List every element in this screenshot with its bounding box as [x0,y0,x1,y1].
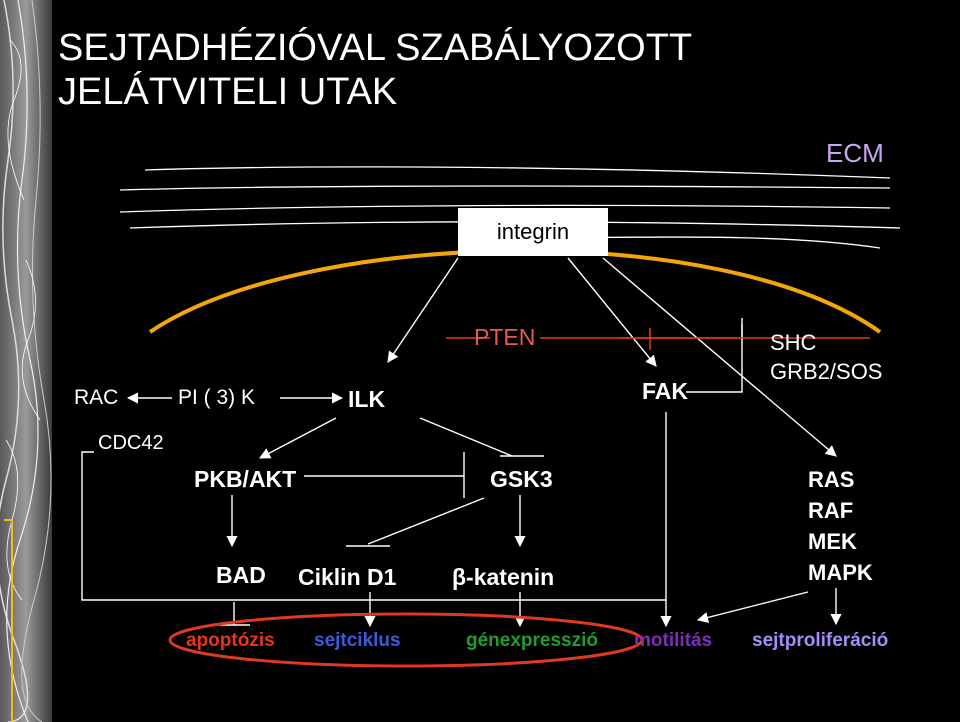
node-gsk3: GSK3 [490,466,553,493]
ilk-to-gsk3 [420,418,512,456]
outcome-sejtproliferacio: sejtproliferáció [752,630,888,652]
outcome-motilitas: motilitás [634,630,712,652]
fak-to-shc [686,324,742,392]
node-fak: FAK [642,378,688,405]
integrin-to-fak [568,258,656,366]
node-pi3k: PI ( 3) K [178,386,255,410]
node-mapk: MAPK [808,557,873,588]
node-katenin: β-katenin [452,564,554,591]
node-shc: SHC [770,328,882,357]
gsk3-to-ciklin [368,498,484,544]
ilk-to-pkb [260,418,336,458]
node-rac: RAC [74,386,118,410]
node-ciklin: Ciklin D1 [298,564,396,591]
integrin-to-ilk [388,258,458,362]
node-raf: RAF [808,495,873,526]
outcome-genexpresszio: génexpresszió [466,630,598,652]
node-grb2: GRB2/SOS [770,357,882,386]
outcome-apoptozis: apoptózis [186,630,275,652]
node-pkb: PKB/AKT [194,466,296,493]
node-pten: PTEN [474,324,535,351]
mapk-to-motilitas [698,592,808,620]
node-bad: BAD [216,562,266,589]
node-mek: MEK [808,526,873,557]
outcome-sejtciklus: sejtciklus [314,630,401,652]
node-shc-grb2: SHC GRB2/SOS [770,328,882,386]
node-ilk: ILK [348,386,385,413]
integrin-box: integrin [458,208,608,256]
ecm-label: ECM [826,138,884,169]
node-cdc42: CDC42 [98,432,164,455]
node-ras: RAS [808,464,873,495]
membrane-arc [150,251,880,332]
mapk-cascade: RAS RAF MEK MAPK [808,464,873,588]
